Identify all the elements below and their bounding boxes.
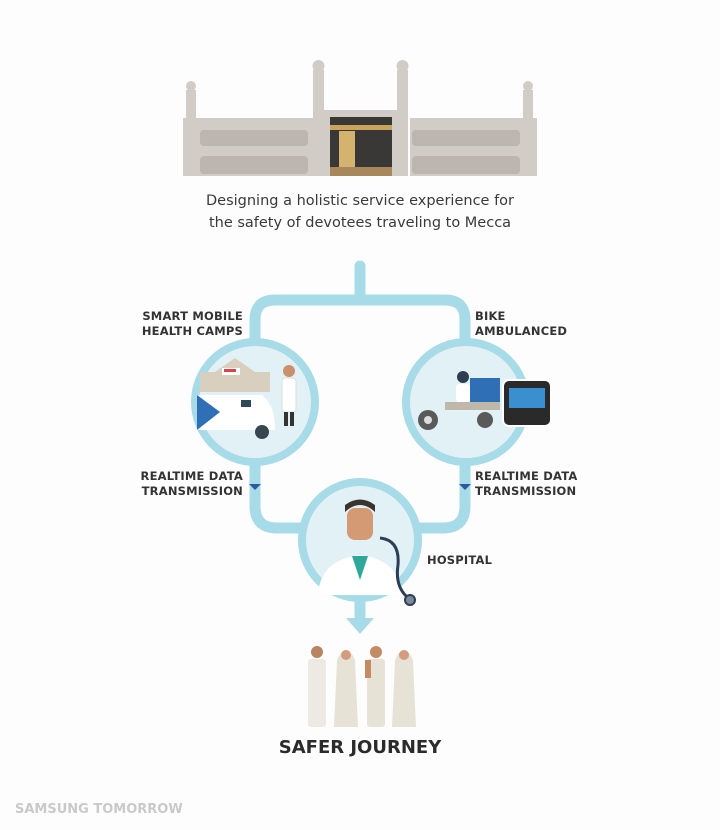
data-marker-left-icon bbox=[249, 484, 261, 490]
outcome-heading: SAFER JOURNEY bbox=[278, 737, 442, 758]
pilgrim-2 bbox=[334, 650, 358, 727]
down-arrow-icon bbox=[346, 618, 374, 634]
label-bike-ambulance: BIKE AMBULANCED bbox=[475, 309, 567, 339]
health-camp-illustration bbox=[191, 338, 319, 466]
bike-ambulance-illustration bbox=[402, 338, 552, 466]
mosque-illustration bbox=[183, 60, 537, 176]
title-line-1: Designing a holistic service experience … bbox=[205, 193, 515, 209]
pilgrim-4 bbox=[392, 650, 416, 727]
label-line: HEALTH CAMPS bbox=[141, 324, 243, 338]
doctor-illustration bbox=[298, 478, 422, 606]
page-title: Designing a holistic service experience … bbox=[0, 190, 720, 234]
flow-pipes bbox=[249, 260, 471, 626]
title-line-2: the safety of devotees traveling to Mecc… bbox=[208, 215, 512, 231]
label-health-camps: SMART MOBILE HEALTH CAMPS bbox=[142, 309, 243, 339]
brand-watermark: SAMSUNG TOMORROW bbox=[15, 802, 183, 817]
label-line: TRANSMISSION bbox=[475, 484, 577, 498]
label-line: REALTIME DATA bbox=[140, 469, 243, 483]
pilgrim-3 bbox=[365, 646, 385, 727]
label-line: BIKE bbox=[475, 309, 506, 323]
label-hospital: HOSPITAL bbox=[427, 553, 493, 567]
label-line: SMART MOBILE bbox=[142, 309, 243, 323]
label-data-transmission-right: REALTIME DATA TRANSMISSION bbox=[475, 469, 577, 499]
data-marker-right-icon bbox=[459, 484, 471, 490]
label-line: TRANSMISSION bbox=[141, 484, 243, 498]
pilgrims-illustration bbox=[308, 646, 416, 727]
label-line: AMBULANCED bbox=[475, 324, 568, 338]
label-line: REALTIME DATA bbox=[475, 469, 578, 483]
label-data-transmission-left: REALTIME DATA TRANSMISSION bbox=[141, 469, 243, 499]
pilgrim-1 bbox=[308, 646, 326, 727]
